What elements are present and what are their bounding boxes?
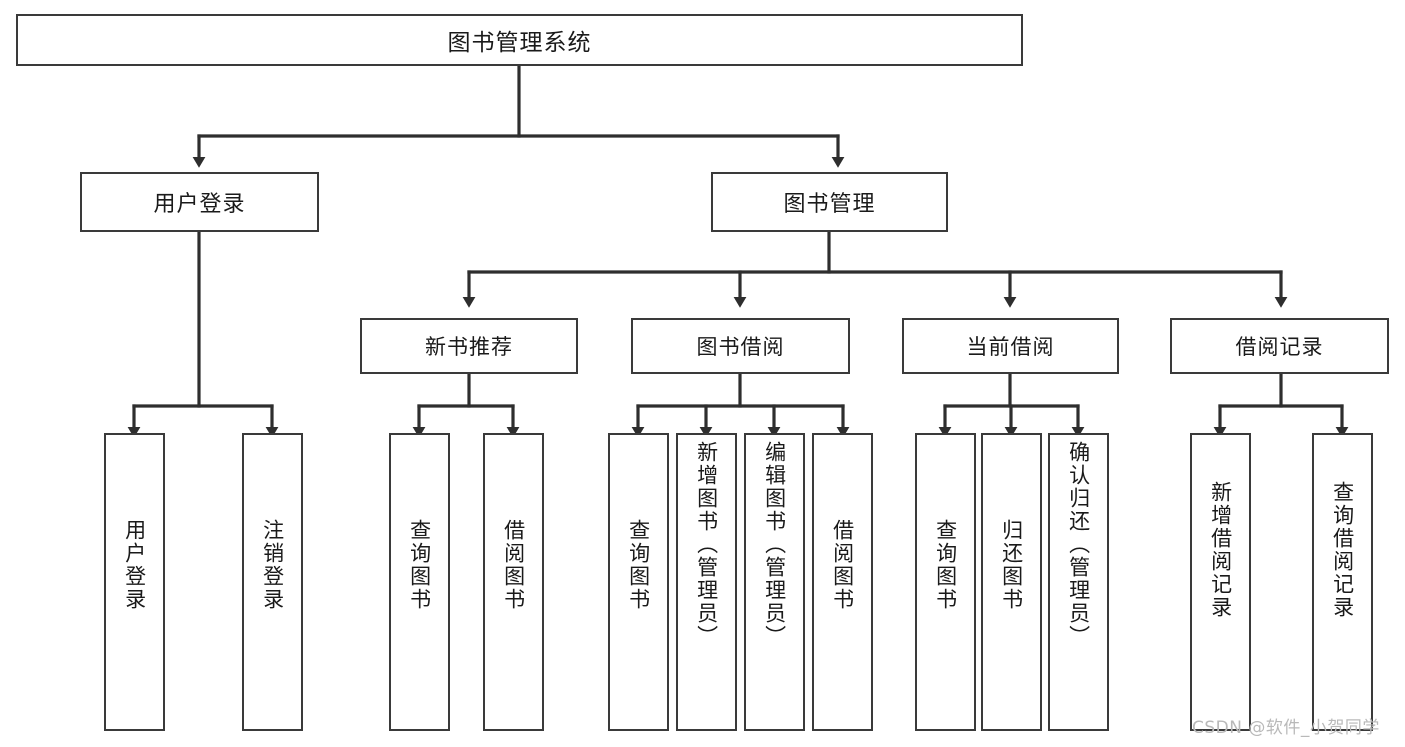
leaf-label: 新增借阅记录 bbox=[1208, 481, 1233, 619]
node-user-login[interactable]: 用户登录 bbox=[80, 172, 319, 232]
leaf-query-book-3[interactable]: 查询图书 bbox=[915, 433, 976, 731]
node-label: 图书借阅 bbox=[696, 335, 785, 359]
leaf-label: 借阅图书 bbox=[501, 519, 526, 611]
leaf-label: 查询借阅记录 bbox=[1330, 481, 1355, 619]
leaf-label: 确认归还（管理员） bbox=[1066, 441, 1091, 648]
node-current-borrow[interactable]: 当前借阅 bbox=[902, 318, 1119, 374]
leaf-borrow-book-1[interactable]: 借阅图书 bbox=[483, 433, 544, 731]
leaf-add-book[interactable]: 新增图书（管理员） bbox=[676, 433, 737, 731]
leaf-label: 查询图书 bbox=[626, 519, 651, 611]
leaf-label: 新增图书（管理员） bbox=[694, 441, 719, 648]
leaf-add-record[interactable]: 新增借阅记录 bbox=[1190, 433, 1251, 731]
watermark-text: CSDN @软件_小贺同学 bbox=[1192, 718, 1380, 738]
node-book-management[interactable]: 图书管理 bbox=[711, 172, 948, 232]
leaf-label: 查询图书 bbox=[407, 519, 432, 611]
node-root-system[interactable]: 图书管理系统 bbox=[16, 14, 1023, 66]
leaf-logout-login[interactable]: 注销登录 bbox=[242, 433, 303, 731]
node-book-borrow[interactable]: 图书借阅 bbox=[631, 318, 850, 374]
leaf-label: 查询图书 bbox=[933, 519, 958, 611]
leaf-borrow-book-2[interactable]: 借阅图书 bbox=[812, 433, 873, 731]
leaf-query-book-1[interactable]: 查询图书 bbox=[389, 433, 450, 731]
leaf-confirm-return[interactable]: 确认归还（管理员） bbox=[1048, 433, 1109, 731]
leaf-query-book-2[interactable]: 查询图书 bbox=[608, 433, 669, 731]
node-label: 借阅记录 bbox=[1235, 335, 1324, 359]
leaf-label: 注销登录 bbox=[260, 519, 285, 611]
node-label: 图书管理系统 bbox=[447, 30, 592, 56]
leaf-label: 借阅图书 bbox=[830, 519, 855, 611]
node-label: 图书管理 bbox=[783, 192, 876, 217]
node-label: 用户登录 bbox=[153, 192, 246, 217]
leaf-label: 归还图书 bbox=[999, 519, 1024, 611]
node-new-book-recommend[interactable]: 新书推荐 bbox=[360, 318, 578, 374]
node-borrow-record[interactable]: 借阅记录 bbox=[1170, 318, 1389, 374]
leaf-query-record[interactable]: 查询借阅记录 bbox=[1312, 433, 1373, 731]
leaf-user-login[interactable]: 用户登录 bbox=[104, 433, 165, 731]
leaf-label: 用户登录 bbox=[122, 519, 147, 611]
leaf-label: 编辑图书（管理员） bbox=[762, 441, 787, 648]
node-label: 当前借阅 bbox=[966, 335, 1055, 359]
leaf-edit-book[interactable]: 编辑图书（管理员） bbox=[744, 433, 805, 731]
node-label: 新书推荐 bbox=[425, 335, 513, 359]
leaf-return-book[interactable]: 归还图书 bbox=[981, 433, 1042, 731]
